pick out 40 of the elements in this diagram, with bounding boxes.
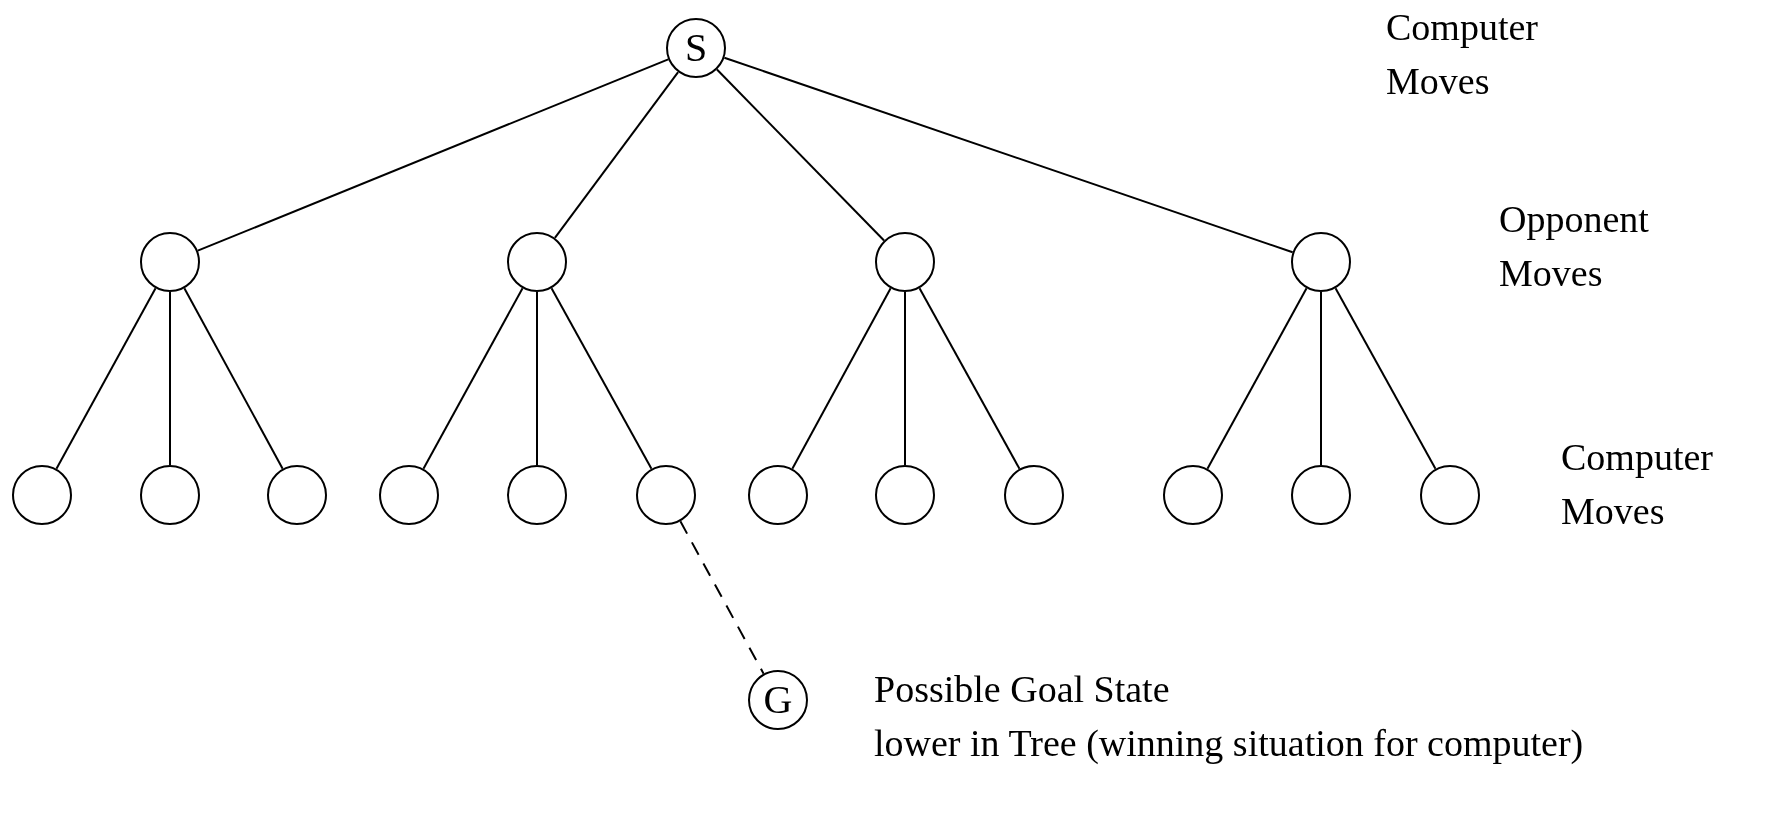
level-label: Opponent Moves xyxy=(1499,197,1650,296)
tree-edge xyxy=(536,291,538,466)
tree-edge xyxy=(1334,287,1437,470)
state-node xyxy=(1291,232,1351,292)
tree-edge xyxy=(1206,287,1308,470)
state-node: S xyxy=(666,18,726,78)
tree-edge xyxy=(55,287,157,470)
node-caption: Possible Goal State xyxy=(874,667,1171,712)
state-node xyxy=(636,465,696,525)
tree-edge xyxy=(183,287,284,470)
tree-edge xyxy=(918,287,1021,470)
state-node xyxy=(507,465,567,525)
state-node xyxy=(1163,465,1223,525)
state-node xyxy=(379,465,439,525)
tree-edge xyxy=(550,287,653,470)
state-node xyxy=(875,465,935,525)
state-node xyxy=(748,465,808,525)
state-node xyxy=(12,465,72,525)
state-node xyxy=(1420,465,1480,525)
tree-edge xyxy=(723,56,1294,254)
state-node xyxy=(267,465,327,525)
state-node xyxy=(1291,465,1351,525)
tree-edge xyxy=(553,71,680,239)
level-label: Computer Moves xyxy=(1386,5,1539,104)
state-node xyxy=(140,232,200,292)
tree-edge xyxy=(679,520,765,675)
tree-edge xyxy=(1320,291,1322,466)
tree-edge xyxy=(904,291,906,466)
state-node xyxy=(140,465,200,525)
tree-edge xyxy=(196,58,670,252)
tree-edge xyxy=(169,291,171,466)
state-node xyxy=(1004,465,1064,525)
tree-edge xyxy=(422,287,524,470)
state-node xyxy=(507,232,567,292)
state-node: G xyxy=(748,670,808,730)
state-node xyxy=(875,232,935,292)
tree-edge xyxy=(715,68,886,242)
level-label: Computer Moves xyxy=(1561,435,1714,534)
tree-edge xyxy=(791,287,892,470)
node-caption: lower in Tree (winning situation for computer) xyxy=(874,721,1584,766)
